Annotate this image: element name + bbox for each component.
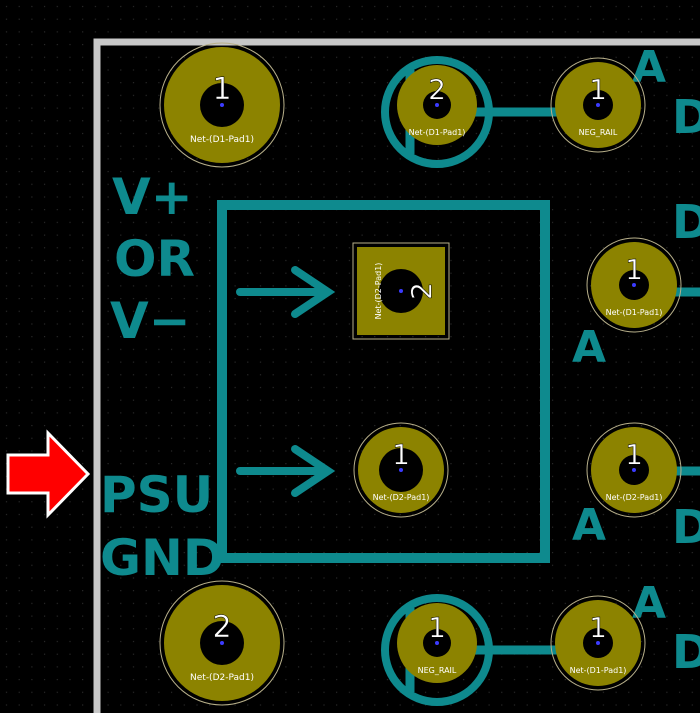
pad-courtyard [586, 422, 682, 518]
label-or: OR [114, 230, 195, 288]
pad-number: 1 [212, 72, 231, 107]
pads-layer: 1Net-(D1-Pad1)2Net-(D1-Pad1)1NEG_RAIL1Ne… [159, 42, 682, 706]
connector-outline [217, 200, 550, 563]
label-cathode-1: D [672, 90, 700, 144]
label-anode-bottom: A [632, 578, 666, 629]
pad-courtyard [159, 580, 285, 706]
pad-courtyard [550, 57, 646, 153]
pad-number: 1 [589, 73, 607, 106]
pad-net-label: NEG_RAIL [579, 128, 618, 137]
pad-net-label: Net-(D1-Pad1) [190, 135, 254, 145]
label-vminus: V− [110, 292, 191, 350]
pad-p5[interactable]: 2 Net-(D2-Pad1) [352, 242, 450, 340]
pad-number: 1 [625, 438, 643, 471]
pad-number: 1 [625, 253, 643, 286]
diode-outline-bottom [381, 594, 493, 706]
pad-net-label: Net-(D1-Pad1) [606, 308, 663, 317]
label-cathode-4: D [672, 625, 700, 679]
label-cathode-2: D [672, 195, 700, 249]
pad-net-label: Net-(D1-Pad1) [570, 666, 627, 675]
label-anode-top: A [632, 42, 666, 93]
label-psu: PSU [100, 466, 213, 524]
pad-number: 2 [405, 282, 438, 300]
pad-net-label: Net-(D2-Pad1) [374, 263, 383, 320]
pad-courtyard [586, 237, 682, 333]
pad-center-dot [399, 468, 403, 472]
pad-net-label: Net-(D2-Pad1) [373, 493, 430, 502]
diode-outline-top [381, 56, 493, 168]
pad-net-label: Net-(D2-Pad1) [190, 673, 254, 683]
pad-center-dot [596, 641, 600, 645]
pad-center-dot [220, 641, 224, 645]
pad-center-dot [435, 103, 439, 107]
pad-number: 2 [428, 73, 446, 106]
pad-center-dot [399, 289, 403, 293]
label-cathode-3: D [672, 500, 700, 554]
pad-number: 1 [589, 611, 607, 644]
pad-courtyard [352, 242, 450, 340]
pad-net-label: Net-(D1-Pad1) [409, 128, 466, 137]
label-anode-mid: A [572, 322, 606, 373]
arrow-icon-bottom [236, 445, 336, 497]
pointer-arrow-icon [6, 429, 91, 519]
pad-center-dot [220, 103, 224, 107]
pad-number: 1 [428, 611, 446, 644]
pad-courtyard [159, 42, 285, 168]
pad-number: 2 [212, 610, 231, 645]
pad-center-dot [596, 103, 600, 107]
pad-courtyard [550, 595, 646, 691]
pad-center-dot [632, 468, 636, 472]
label-anode-low: A [572, 500, 606, 551]
label-vplus: V+ [112, 168, 193, 226]
label-gnd: GND [100, 529, 224, 587]
arrow-icon-top [236, 266, 336, 318]
pad-net-label: NEG_RAIL [418, 666, 457, 675]
board-edge [93, 38, 700, 713]
pad-number: 1 [392, 438, 410, 471]
pad-center-dot [632, 283, 636, 287]
pad-courtyard [353, 422, 449, 518]
pad-net-label: Net-(D2-Pad1) [606, 493, 663, 502]
pad-center-dot [435, 641, 439, 645]
